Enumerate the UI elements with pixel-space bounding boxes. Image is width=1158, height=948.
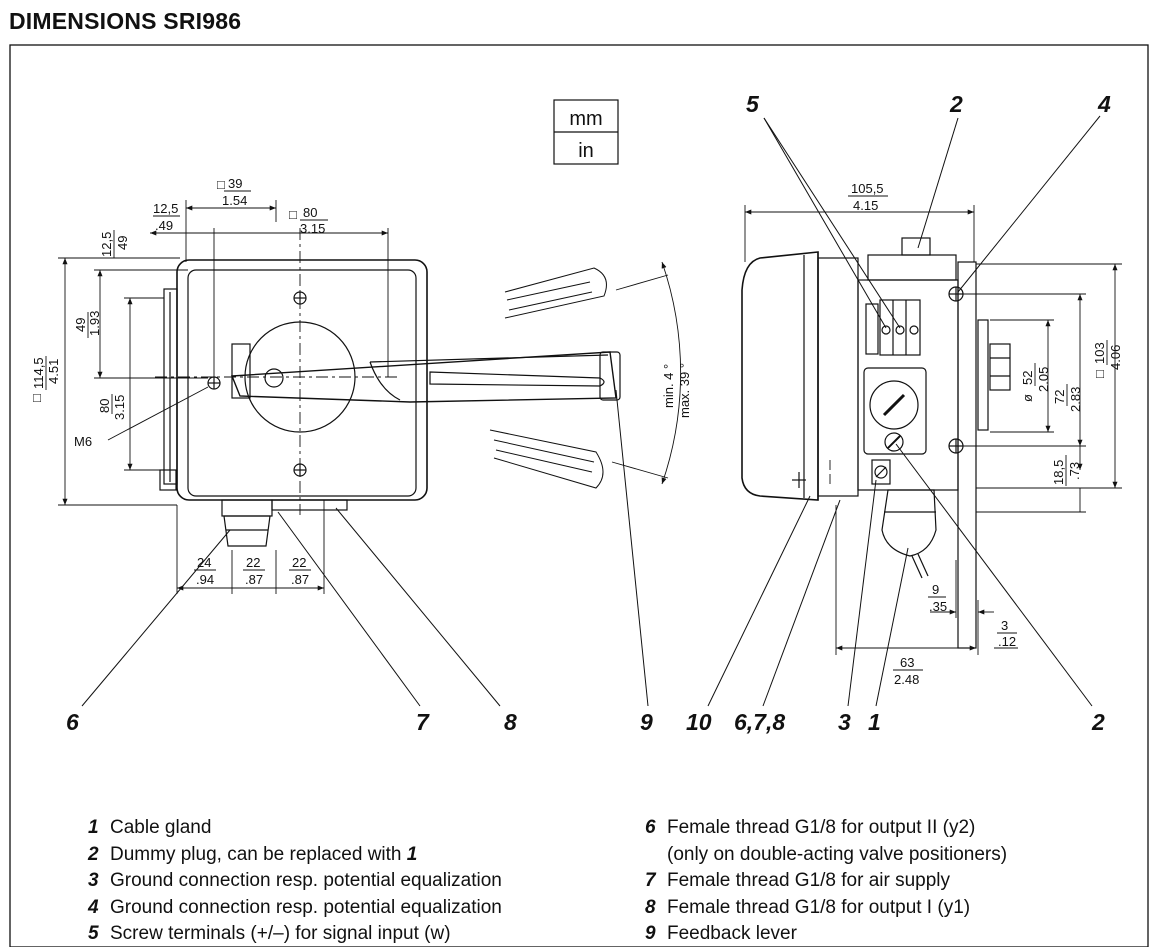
dim-4-06: 4.06	[1108, 345, 1123, 370]
dim-80-left: 80	[97, 399, 112, 413]
dim-3: 3	[1001, 618, 1008, 633]
sq-39: □	[217, 177, 225, 192]
front-dimensions	[58, 200, 681, 594]
side-dial	[869, 380, 919, 430]
drawing-frame	[9, 44, 1149, 947]
angle-max: max. 39 °	[677, 363, 692, 418]
dim-0-87b: .87	[291, 572, 309, 587]
page-title: DIMENSIONS SRI986	[9, 8, 242, 34]
side-view	[741, 237, 1011, 649]
unit-box: mm in	[553, 99, 619, 165]
dim-1-93: 1.93	[87, 311, 102, 336]
dim-24: 24	[197, 555, 211, 570]
callout-5-top: 5	[746, 91, 760, 117]
callout-3: 3	[838, 709, 851, 735]
callout-8: 8	[504, 709, 517, 735]
dim-12-5-top: 12,5	[153, 201, 178, 216]
dim-0-49-top: .49	[155, 218, 173, 233]
dim-49: 49	[73, 318, 88, 332]
angle-min: min. 4 °	[661, 364, 676, 408]
dim-22b: 22	[292, 555, 306, 570]
dim-2-83: 2.83	[1068, 387, 1083, 412]
sq-80: □	[289, 207, 297, 222]
unit-in: in	[578, 140, 594, 162]
dim-2-05: 2.05	[1036, 367, 1051, 392]
m6-label: M6	[74, 434, 92, 449]
side-dimension-labels: 105,5 4.15 □ 103 4.06 ø 52 2.05 72 2.83 …	[848, 181, 1123, 687]
front-view	[155, 228, 621, 547]
dia-52: ø	[1020, 394, 1035, 402]
dim-3-15-top: 3.15	[300, 221, 325, 236]
dim-72: 72	[1052, 390, 1067, 404]
dim-52: 52	[1020, 371, 1035, 385]
sq-114: □	[29, 394, 44, 402]
callout-9: 9	[640, 709, 653, 735]
dim-4-15: 4.15	[853, 198, 878, 213]
dim-63: 63	[900, 655, 914, 670]
dim-114-5: 114,5	[31, 357, 46, 389]
callout-6: 6	[66, 709, 79, 735]
callouts: 6 7 8 9 10 6,7,8 3 1 2 5 2 4	[66, 91, 1111, 735]
dim-9: 9	[932, 582, 939, 597]
dim-105-5: 105,5	[851, 181, 884, 196]
dim-80-top: 80	[303, 205, 317, 220]
callout-leaders	[81, 115, 1101, 707]
callout-1: 1	[868, 709, 881, 735]
callout-7: 7	[416, 709, 430, 735]
side-cover	[741, 251, 819, 501]
dim-3-15-left: 3.15	[112, 395, 127, 420]
side-cable-gland	[881, 489, 937, 557]
callout-6-7-8: 6,7,8	[734, 709, 785, 735]
dim-12-5-left: 12,5	[99, 232, 114, 257]
dim-0-12: .12	[998, 634, 1016, 649]
lever-ghost-lower	[489, 429, 604, 489]
dim-1-54: 1.54	[222, 193, 247, 208]
lever-ghost-upper	[504, 267, 607, 319]
front-cable-gland	[223, 515, 271, 547]
dim-39: 39	[228, 176, 242, 191]
dim-49-left: 49	[115, 236, 130, 250]
callout-2-bottom: 2	[1091, 709, 1105, 735]
feedback-lever	[230, 351, 617, 403]
dim-22a: 22	[246, 555, 260, 570]
unit-mm: mm	[569, 108, 602, 130]
dim-0-35: .35	[929, 599, 947, 614]
dim-0-94: .94	[196, 572, 214, 587]
callout-2-top: 2	[949, 91, 963, 117]
dim-4-51: 4.51	[46, 359, 61, 384]
callout-4-top: 4	[1097, 91, 1111, 117]
callout-10: 10	[686, 709, 712, 735]
dim-18-5: 18,5	[1051, 460, 1066, 485]
side-dimensions	[744, 205, 1122, 655]
screw-terminals	[879, 299, 921, 356]
legend-item-continuation: (only on double-acting valve positioners…	[667, 843, 1008, 865]
dim-0-73: .73	[1067, 462, 1082, 480]
mounting-plate	[957, 261, 977, 649]
sq-103: □	[1092, 370, 1107, 378]
dim-0-87a: .87	[245, 572, 263, 587]
dim-2-48: 2.48	[894, 672, 919, 687]
dim-103: 103	[1092, 342, 1107, 364]
front-dimension-labels: □ 39 1.54 12,5 .49 □ 80 3.15 12,5 49 49 …	[29, 176, 692, 587]
right-connector	[989, 343, 1011, 391]
